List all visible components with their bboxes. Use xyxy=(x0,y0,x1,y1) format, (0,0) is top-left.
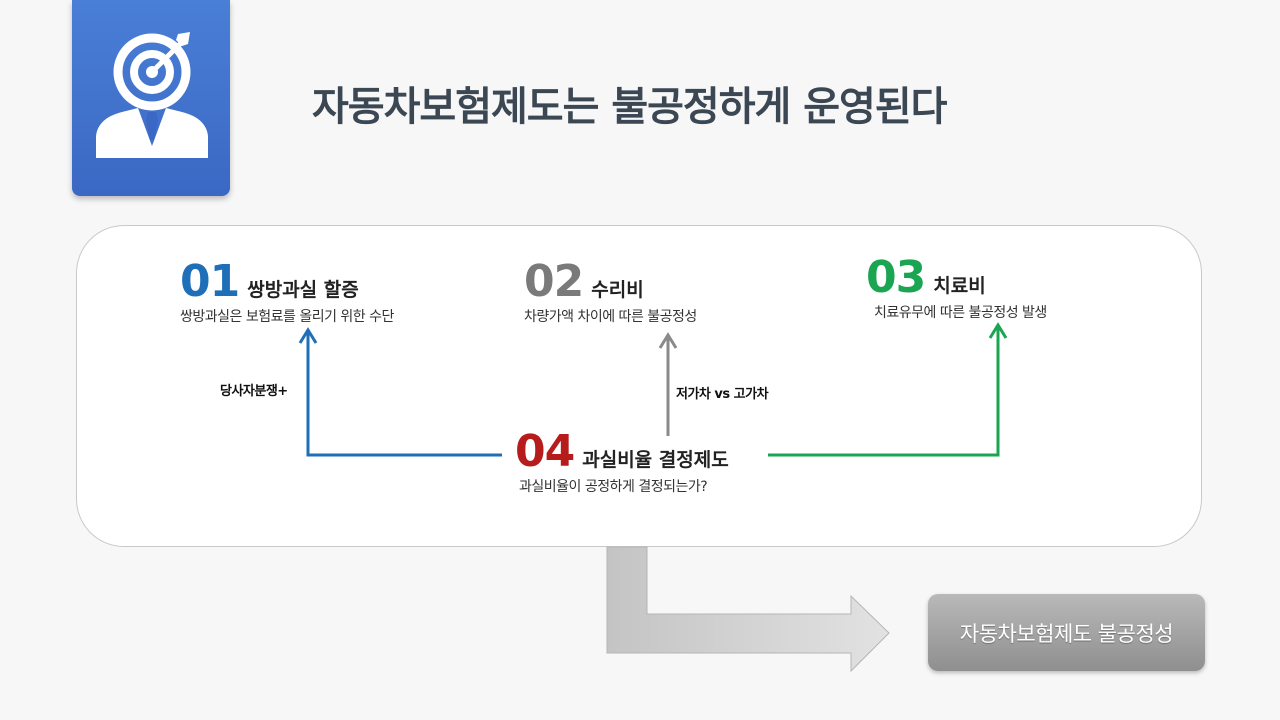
arrowhead-02 xyxy=(658,332,678,349)
item-03: 03 치료비 치료유무에 따른 불공정성 발생 xyxy=(866,256,1047,322)
target-businessman-icon xyxy=(96,32,208,158)
item-02: 02 수리비 차량가액 차이에 따른 불공정성 xyxy=(524,260,697,326)
item-heading: 치료비 xyxy=(933,275,986,297)
item-heading: 과실비율 결정제도 xyxy=(582,449,729,471)
page-title: 자동차보험제도는 불공정하게 운영된다 xyxy=(312,84,947,130)
connector-label-left: 당사자분쟁+ xyxy=(220,384,288,399)
arrowhead-03 xyxy=(988,322,1008,339)
logo-tab xyxy=(72,0,230,196)
arrowhead-01 xyxy=(298,327,318,344)
item-heading: 쌍방과실 할증 xyxy=(247,279,359,301)
item-description: 치료유무에 따른 불공정성 발생 xyxy=(874,305,1047,321)
item-04: 04 과실비율 결정제도 과실비율이 공정하게 결정되는가? xyxy=(515,430,729,496)
item-number: 01 xyxy=(180,256,240,307)
item-description: 과실비율이 공정하게 결정되는가? xyxy=(519,479,708,495)
item-number: 03 xyxy=(866,252,926,303)
connector-04-to-01 xyxy=(306,333,502,457)
item-description: 쌍방과실은 보험료를 올리기 위한 수단 xyxy=(180,309,394,325)
item-number: 02 xyxy=(524,256,584,307)
item-number: 04 xyxy=(515,426,575,477)
connector-label-center: 저가차 vs 고가차 xyxy=(676,387,769,402)
connector-04-to-03 xyxy=(768,328,1000,457)
diagram-panel xyxy=(76,225,1202,547)
item-heading: 수리비 xyxy=(591,279,644,301)
result-box: 자동차보험제도 불공정성 xyxy=(928,594,1205,671)
item-description: 차량가액 차이에 따른 불공정성 xyxy=(524,309,697,325)
item-01: 01 쌍방과실 할증 쌍방과실은 보험료를 올리기 위한 수단 xyxy=(180,260,394,326)
